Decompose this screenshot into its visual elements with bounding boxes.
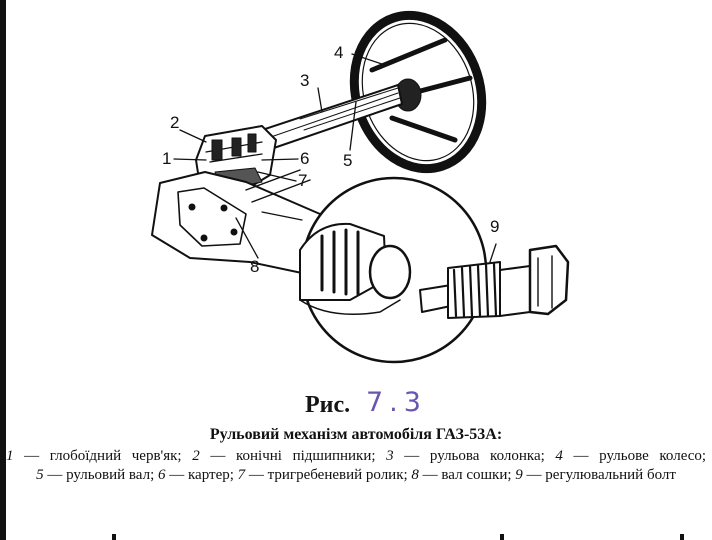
callout-6: 6 [300, 149, 310, 168]
legend-item-text: вал сошки; [441, 467, 512, 483]
figure-number-handwritten: 7.3 [366, 387, 427, 418]
callout-8: 8 [250, 257, 260, 276]
legend-item-text: глобоїдний черв'як; [49, 448, 182, 464]
legend-item-text: картер; [188, 467, 234, 483]
legend-item-4: 4 — рульове колесо; [555, 448, 707, 464]
steering-wheel-drawing [349, 10, 487, 174]
legend-item-1: 1 — глобоїдний черв'як; [6, 448, 182, 464]
legend-item-text: регулювальний болт [545, 467, 676, 483]
legend-item-2: 2 — конічні підшипники; [192, 448, 376, 464]
callout-5: 5 [343, 151, 353, 170]
figure-caption-title: Рульовий механізм автомобіля ГАЗ-53А: [209, 426, 503, 443]
legend-item-number: 9 [515, 467, 523, 483]
legend-item-3: 3 — рульова колонка; [386, 448, 545, 464]
callout-2: 2 [170, 113, 180, 132]
steering-column-drawing [261, 84, 403, 151]
legend-item-text: рульова колонка; [429, 448, 545, 464]
steering-mechanism-illustration [151, 10, 570, 364]
legend-item-text: конічні підшипники; [235, 448, 376, 464]
legend-item-text: тригребеневий ролик; [267, 467, 408, 483]
legend-item-7: 7 — тригребеневий ролик; [237, 467, 408, 483]
cropped-text-fragments [112, 534, 684, 540]
legend-item-text: рульове колесо; [599, 448, 707, 464]
legend-item-5: 5 — рульовий вал; [36, 467, 155, 483]
callout-4: 4 [334, 43, 344, 62]
adjusting-bolt-drawing [419, 243, 570, 319]
legend-item-number: 8 [411, 467, 419, 483]
legend-item-9: 9 — регулювальний болт [515, 467, 676, 483]
callout-9: 9 [490, 217, 500, 236]
legend-item-number: 6 [158, 467, 166, 483]
callout-3: 3 [300, 71, 310, 90]
callout-leader-lines [173, 53, 383, 259]
page-edge-bar [0, 0, 6, 540]
figure-legend: 1 — глобоїдний черв'як; 2 — конічні підш… [6, 447, 706, 485]
legend-item-number: 1 [6, 448, 14, 464]
figure-label: Рис. [305, 392, 351, 418]
frame-bracket-drawing [151, 169, 341, 281]
callout-1: 1 [162, 149, 172, 168]
legend-item-number: 5 [36, 467, 44, 483]
legend-item-8: 8 — вал сошки; [411, 467, 512, 483]
callout-7: 7 [298, 171, 308, 190]
legend-item-number: 2 [192, 448, 200, 464]
legend-item-number: 4 [555, 448, 563, 464]
legend-item-number: 7 [237, 467, 246, 483]
legend-item-6: 6 — картер; [158, 467, 234, 483]
legend-item-number: 3 [386, 448, 394, 464]
legend-item-text: рульовий вал; [66, 467, 155, 483]
